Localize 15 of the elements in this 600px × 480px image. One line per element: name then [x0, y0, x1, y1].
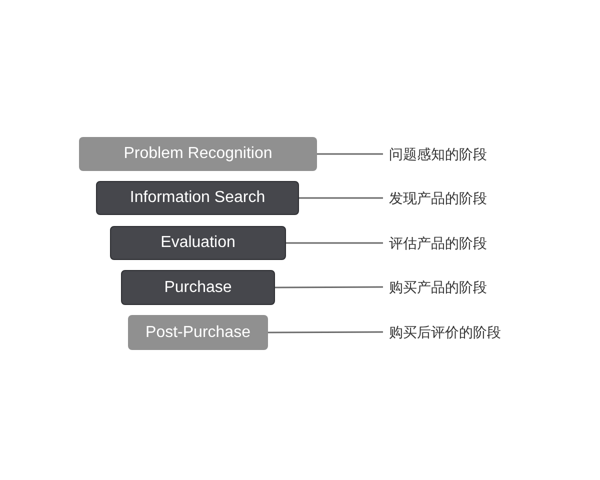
connector-line: [299, 197, 383, 199]
stage-box: Purchase: [121, 270, 275, 305]
connector-line: [268, 331, 383, 334]
connector-line: [275, 286, 383, 288]
stage-description: 购买后评价的阶段: [383, 322, 501, 342]
stage-box: Post-Purchase: [128, 315, 268, 350]
stage-description: 购买产品的阶段: [383, 277, 487, 297]
stage-description: 问题感知的阶段: [383, 144, 487, 164]
stage-description: 评估产品的阶段: [383, 233, 487, 253]
connector-line: [286, 242, 383, 244]
stage-description: 发现产品的阶段: [383, 188, 487, 208]
stage-box: Information Search: [96, 181, 299, 215]
stage-box: Evaluation: [110, 226, 286, 260]
connector-line: [317, 153, 383, 155]
stage-box: Problem Recognition: [79, 137, 317, 171]
